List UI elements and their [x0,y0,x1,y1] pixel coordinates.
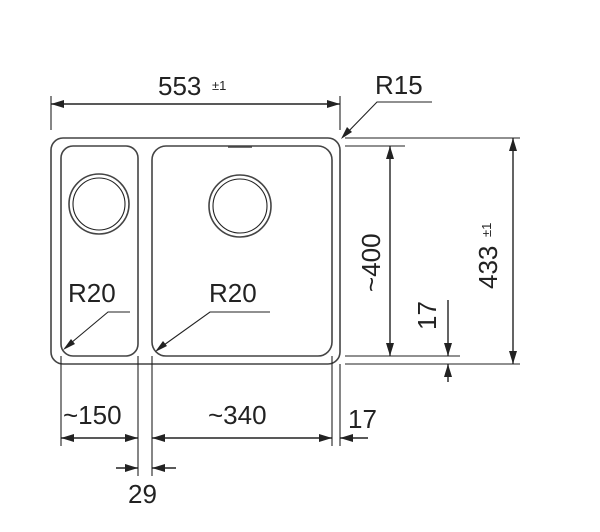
left-bowl-width-value: ~150 [63,400,122,430]
dimension-divider-width: 29 [116,464,176,509]
dimension-right-offset-vertical: 17 [412,300,452,382]
dimension-bowl-depth: ~400 [356,146,394,356]
right-bowl [151,145,333,357]
overall-height-tolerance: ±1 [479,223,494,237]
divider-width-value: 29 [128,479,157,509]
dimension-overall-width: 553 ±1 [50,71,341,130]
right-offset-vertical-value: 17 [412,301,442,330]
bowl-depth-value: ~400 [356,233,386,292]
dimension-left-bowl-radius: R20 [63,278,130,350]
right-margin-value: 17 [348,404,377,434]
dimension-corner-radius-outer: R15 [341,70,432,139]
dimension-right-bowl-radius: R20 [155,278,270,352]
dimension-right-bowl-width: ~340 [152,400,332,442]
right-bowl-radius-label: R20 [209,278,257,308]
overall-height-value: 433 [473,246,503,289]
dimension-overall-height: 433 ±1 [473,138,517,364]
dimension-right-margin: 17 [340,404,377,442]
extension-lines-right [345,137,520,365]
sink-outer-rim [50,137,341,365]
corner-radius-outer-label: R15 [375,70,423,100]
dimension-left-bowl-width: ~150 [61,400,138,442]
right-bowl-width-value: ~340 [208,400,267,430]
overall-width-tolerance: ±1 [212,78,226,93]
extension-lines-bottom [60,356,341,476]
left-bowl-radius-label: R20 [68,278,116,308]
left-bowl [60,145,139,357]
overall-width-value: 553 [158,71,201,101]
